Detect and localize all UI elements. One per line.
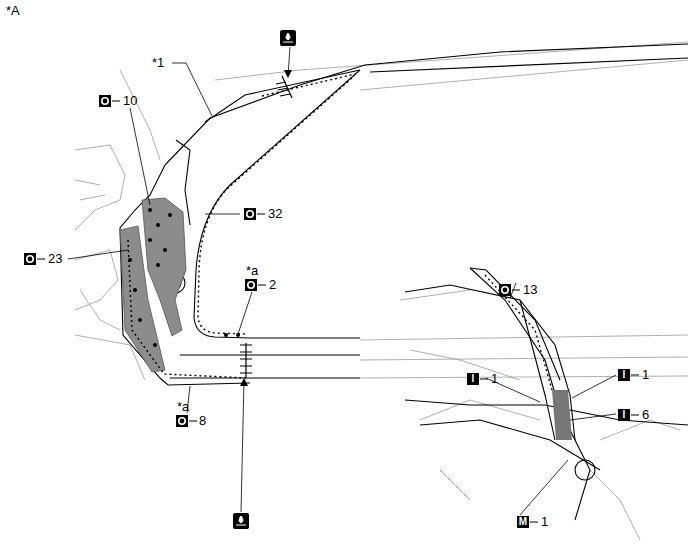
callout-number: 8 xyxy=(199,414,206,428)
symbol-letter: I xyxy=(618,369,630,381)
callout-number: 2 xyxy=(269,278,276,292)
callout-number: *a xyxy=(246,264,258,278)
symbol-letter: I xyxy=(467,373,479,385)
symbol-letter: M xyxy=(517,516,529,528)
callout-number: *1 xyxy=(152,56,164,70)
callout-number: 1 xyxy=(541,515,548,529)
callout-number: 10 xyxy=(123,94,137,108)
callout-number: *A xyxy=(6,4,20,18)
callout-number: 6 xyxy=(642,408,649,422)
callout-number: *a xyxy=(177,400,189,414)
callout-number: 1 xyxy=(642,368,649,382)
callout-number: 23 xyxy=(48,252,62,266)
callout-number: 1 xyxy=(491,372,498,386)
callout-number: 32 xyxy=(268,207,282,221)
symbol-letter: I xyxy=(618,409,630,421)
callout-number: 13 xyxy=(523,283,537,297)
